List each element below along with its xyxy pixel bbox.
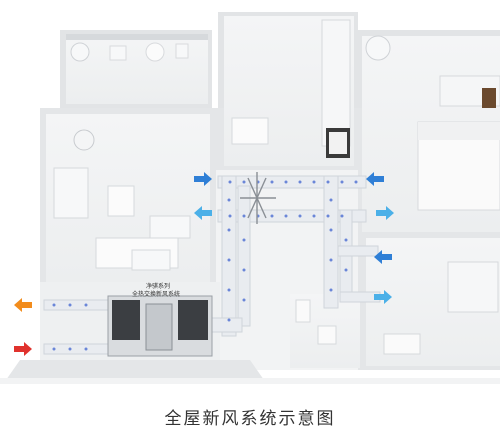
- unit-label-system: 全热交换新风系统: [132, 290, 180, 298]
- exhaust-arrow: [194, 206, 212, 220]
- toilet: [317, 325, 337, 345]
- ventilation-unit: 净骐系列 全热交换新风系统: [107, 282, 213, 357]
- plant-icon: [365, 35, 391, 61]
- duct-network: [43, 175, 381, 355]
- ceiling-lamp-icon: [73, 129, 95, 151]
- unit-label-series: 净骐系列: [146, 282, 170, 290]
- airflow-arrows: [14, 172, 394, 356]
- plant-icon: [70, 42, 90, 62]
- balcony: [66, 34, 208, 104]
- intake-arrow: [14, 342, 32, 356]
- fresh-air-arrow: [374, 250, 392, 264]
- air-vent-panel: [482, 88, 496, 108]
- shelf: [149, 215, 191, 239]
- tv-cabinet: [53, 167, 89, 219]
- air-purifier: [107, 185, 135, 217]
- exhaust-arrow: [376, 206, 394, 220]
- diffuser-icon: [240, 172, 276, 224]
- desk: [383, 333, 421, 355]
- living-room: [46, 114, 210, 282]
- balcony-chair: [109, 45, 127, 61]
- fresh-air-arrow: [194, 172, 212, 186]
- balcony-table: [145, 42, 165, 62]
- floor-plan-diagram: 净骐系列 全热交换新风系统: [0, 12, 500, 384]
- exhaust-arrow: [374, 290, 392, 304]
- bedroom: [362, 35, 500, 232]
- dining-table: [231, 117, 269, 145]
- kitchen: [224, 16, 354, 166]
- fresh-air-arrow: [366, 172, 384, 186]
- bookshelf: [447, 261, 499, 313]
- diagram-caption: 全屋新风系统示意图: [164, 409, 336, 429]
- outlet-arrow: [14, 298, 32, 312]
- airflow-dots: [52, 180, 358, 351]
- balcony-chair-2: [175, 43, 189, 59]
- sink: [295, 299, 311, 323]
